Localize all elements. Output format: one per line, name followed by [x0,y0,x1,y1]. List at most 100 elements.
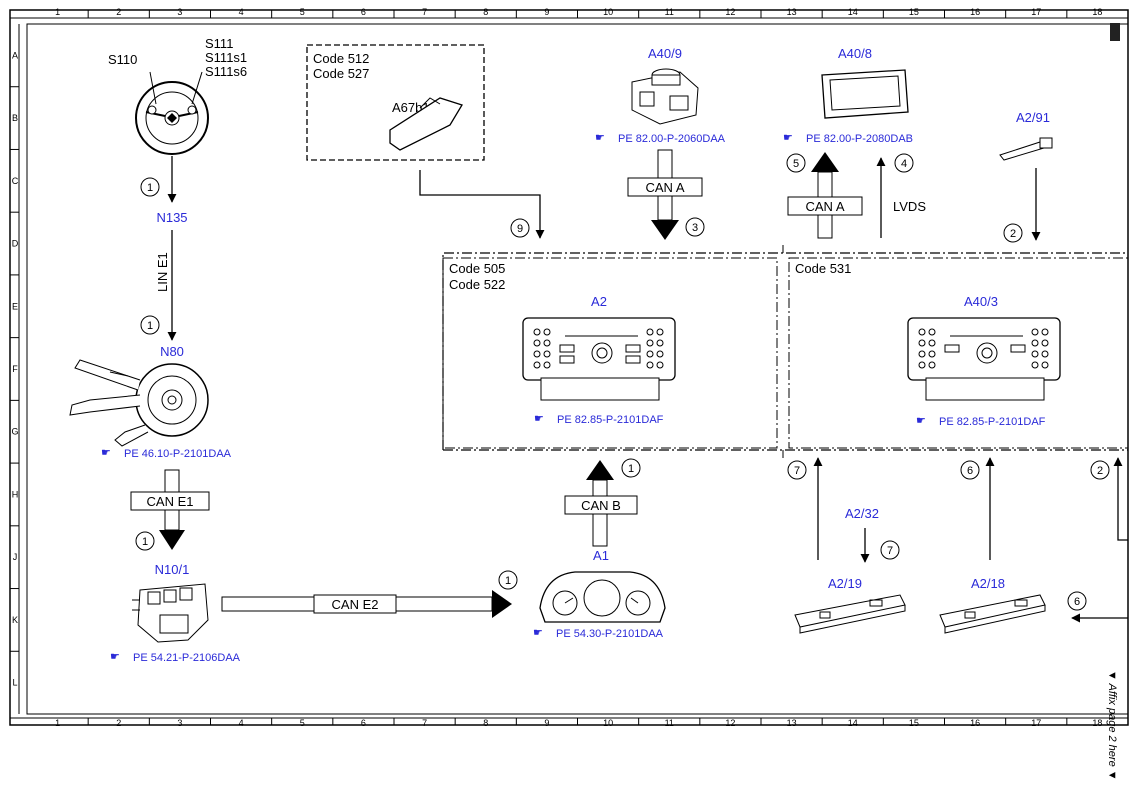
label-n80: N80 [160,344,184,359]
grid-column-label: 11 [665,718,674,728]
grid-column-label: 18 [1092,7,1102,17]
bus-label-box-can-b [564,495,638,515]
grid-column-label: 2 [116,718,121,728]
svg-text:1: 1 [628,463,634,475]
marker-9: 9 [510,218,530,238]
label-can-b: CAN B [581,498,621,513]
grid-column-label: 13 [787,7,797,17]
grid-row-label: E [12,301,18,311]
grid-column-label: 10 [603,7,613,17]
grid-row-label: G [11,427,18,437]
grid-column-label: 3 [177,7,182,17]
label-a2-91: A2/91 [1016,110,1050,125]
grid-column-label: 18 [1092,718,1102,728]
label-a2-32: A2/32 [845,506,879,521]
ref-a40-8: PE 82.00-P-2080DAB [806,133,913,145]
svg-text:1: 1 [505,575,511,587]
grid-column-label: 9 [544,7,549,17]
grid-column-label: 12 [725,718,735,728]
label-n135: N135 [156,210,187,225]
corner-tag [1110,23,1120,41]
grid-column-label: 5 [300,7,305,17]
grid-column-label: 8 [483,7,488,17]
grid-column-label: 4 [239,718,244,728]
marker-1b: 1 [140,315,160,335]
marker-2b: 2 [1090,460,1110,480]
label-s111s1: S111s1 [205,50,247,65]
svg-text:7: 7 [887,545,893,557]
label-can-e2: CAN E2 [332,597,379,612]
controller-knob-icon [631,68,699,125]
marker-7a: 7 [787,460,807,480]
grid-column-label: 7 [422,7,427,17]
label-a2-18: A2/18 [971,576,1005,591]
grid-column-label: 14 [848,718,858,728]
grid-column-label: 1 [55,7,60,17]
comand-unit-icon [907,317,1061,401]
svg-text:6: 6 [967,465,973,477]
label-s111: S111 [205,36,233,51]
grid-row-label: B [12,113,18,123]
grid-column-label: 16 [970,718,980,728]
grid-row-label: F [12,364,18,374]
rear-view-mirror-icon [389,97,463,151]
grid-column-label: 6 [361,7,366,17]
label-code-531: Code 531 [795,261,851,276]
marker-3: 3 [685,217,705,237]
grid-column-label: 3 [177,718,182,728]
ref-icon-a2: ☛ [534,413,544,425]
grid-column-label: 7 [422,718,427,728]
tuner-module-icon-a2-19 [794,594,906,634]
label-a40-9: A40/9 [648,46,682,61]
svg-text:1: 1 [142,536,148,548]
marker-7b: 7 [880,540,900,560]
bus-label-box-can-e1 [130,491,210,511]
svg-text:3: 3 [692,222,698,234]
svg-text:▼ Affix page 2 here ▼: ▼ Affix page 2 here ▼ [1106,670,1118,781]
optional-box-code-512-527 [306,44,485,161]
grid-row-label: K [12,615,18,625]
marker-1c: 1 [135,531,155,551]
label-a40-8: A40/8 [838,46,872,61]
label-a40-3: A40/3 [964,294,998,309]
label-can-a-2: CAN A [805,199,844,214]
ref-a1: PE 54.30-P-2101DAA [556,628,664,640]
label-n10-1: N10/1 [155,562,190,577]
ref-a40-9: PE 82.00-P-2060DAA [618,133,726,145]
grid-row-label: H [12,489,19,499]
ref-icon-n10-1: ☛ [110,651,120,663]
label-code-505: Code 505 [449,261,505,276]
grid-column-label: 10 [603,718,613,728]
grid-row-label: D [12,239,19,249]
svg-text:2: 2 [1010,228,1016,240]
radio-unit-icon [522,317,676,401]
grid-column-label: 1 [55,718,60,728]
sam-module-icon [132,583,209,643]
svg-text:9: 9 [517,223,523,235]
label-can-a-1: CAN A [645,180,684,195]
grid-column-label: 17 [1031,718,1041,728]
grid-column-label: 4 [239,7,244,17]
label-a2-19: A2/19 [828,576,862,591]
ref-n10-1: PE 54.21-P-2106DAA [133,652,241,664]
grid-column-label: 6 [361,718,366,728]
display-icon [821,69,909,119]
affix-page-note: ▼ Affix page 2 here ▼ [1104,668,1118,793]
label-code-512: Code 512 [313,51,369,66]
steering-column-module-icon [69,359,209,447]
svg-text:5: 5 [793,158,799,170]
marker-2a: 2 [1003,223,1023,243]
antenna-amplifier-icon [999,137,1053,161]
grid-row-label: A [12,50,18,60]
svg-text:1: 1 [147,320,153,332]
svg-text:6: 6 [1074,596,1080,608]
marker-1d: 1 [498,570,518,590]
ref-icon-a40-9: ☛ [595,132,605,144]
marker-6a: 6 [960,460,980,480]
svg-text:4: 4 [901,158,907,170]
ref-a2: PE 82.85-P-2101DAF [557,414,664,426]
grid-column-label: 15 [909,718,919,728]
marker-5: 5 [786,153,806,173]
